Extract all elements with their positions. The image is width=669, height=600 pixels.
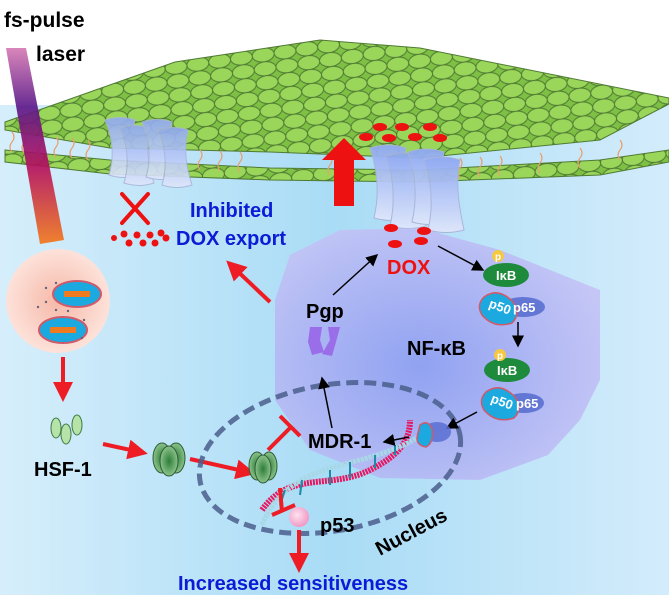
p50-label-top: p50 — [487, 296, 513, 318]
pgp-to-dox-arrow-icon — [332, 253, 379, 296]
inhibition-bar-icon-p53 — [271, 487, 296, 517]
laser-label-line1: fs-pulse — [4, 9, 85, 32]
hsf1-monomer-icon — [50, 414, 83, 445]
inhibition-bar-icon-mdr1 — [266, 414, 302, 452]
p65-label-bottom: p65 — [516, 396, 538, 411]
inhibited-label-line1: Inhibited — [190, 200, 273, 222]
increased-sensitiveness-label: Increased sensitiveness — [178, 573, 408, 595]
dox-molecules-exported — [359, 123, 447, 142]
pgp-transporter-channel-left — [104, 117, 193, 188]
nfkb-label: NF-κB — [407, 338, 466, 360]
nfkb-dna-bound-icon — [416, 422, 451, 448]
hsf1-trimer-icon — [152, 442, 186, 477]
nfkb-to-mdr1-arrow-icon — [382, 434, 410, 446]
dox-to-ikb-arrow-icon — [437, 245, 485, 271]
ikb-label-top: IκB — [496, 268, 516, 283]
p65-label-top: p65 — [513, 300, 535, 315]
nfkb-translocation-arrow-icon — [445, 411, 478, 429]
ikb-complex-icon-top — [478, 250, 545, 326]
nucleus-envelope — [196, 380, 464, 536]
mdr1-label: MDR-1 — [308, 431, 371, 453]
p53-label: p53 — [320, 515, 354, 537]
p50-label-bottom: p50 — [489, 391, 515, 413]
laser-beam-icon — [6, 48, 64, 244]
dox-molecules-intracellular — [384, 224, 431, 248]
phospho-label-top: p — [495, 252, 501, 263]
dox-molecules-retained — [111, 229, 170, 247]
hsf1-activation-arrow-icon — [102, 439, 148, 460]
p53-sphere-icon — [289, 507, 309, 527]
pgp-protein-icon — [308, 327, 340, 356]
pgp-label: Pgp — [306, 301, 344, 323]
inhibited-export-arrow-icon — [226, 260, 272, 304]
ikb-label-bottom: IκB — [497, 363, 517, 378]
inhibited-label-line2: DOX export — [176, 228, 286, 250]
export-arrow-icon — [322, 138, 366, 206]
ikb-complex-icon-bottom — [480, 349, 544, 421]
lipid-bilayer-membrane — [4, 39, 669, 159]
nanoparticle-cell-icon — [6, 249, 110, 353]
pgp-transporter-channel-right — [369, 144, 465, 233]
phospho-label-bottom: p — [497, 351, 503, 362]
laser-label-line2: laser — [36, 43, 85, 66]
mdr1-to-pgp-arrow-icon — [318, 376, 333, 429]
hsf1-trimer-bound-icon — [248, 451, 278, 484]
dox-label: DOX — [387, 257, 431, 279]
hsf1-label: HSF-1 — [34, 459, 92, 481]
cell-cytoplasm-region — [275, 228, 600, 480]
red-cross-icon — [120, 192, 150, 225]
